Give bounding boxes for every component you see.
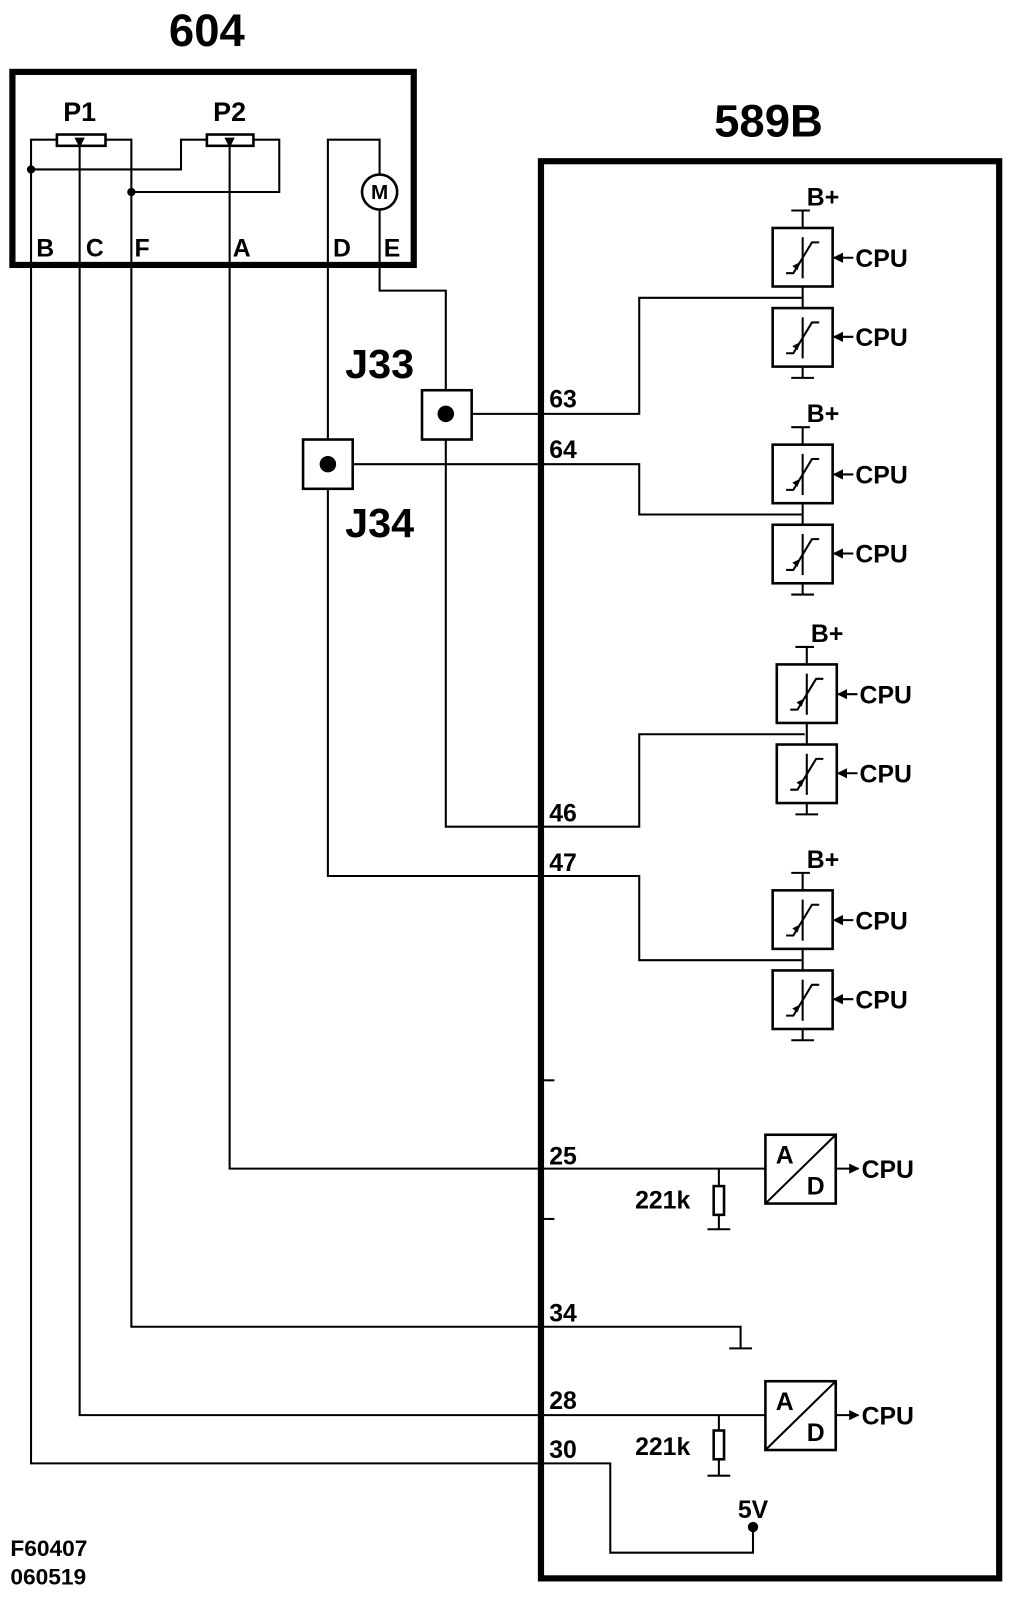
terminal-28-label: 28 bbox=[549, 1388, 577, 1415]
module-589b-box bbox=[537, 158, 1003, 1582]
figure-date: 060519 bbox=[10, 1564, 86, 1590]
cpu-label-high: CPU bbox=[855, 908, 907, 935]
adc-2-cpu-label: CPU bbox=[862, 1403, 914, 1430]
pin-d-label: D bbox=[333, 236, 351, 263]
reference-voltage-label: 5V bbox=[738, 1497, 769, 1524]
module-604-title: 604 bbox=[169, 5, 245, 56]
wire-j34-terminal-64 bbox=[327, 463, 802, 516]
internal-wiring-604 bbox=[26, 138, 381, 265]
wire-b-terminal-30 bbox=[29, 169, 759, 1554]
adc-2: A D CPU bbox=[764, 1379, 914, 1452]
wire-c-terminal-28 bbox=[78, 164, 766, 1417]
cpu-label-high: CPU bbox=[855, 463, 907, 490]
output-stage-1: B+ CPU CPU bbox=[771, 184, 908, 379]
motor: M bbox=[360, 173, 399, 211]
low-side-switch bbox=[775, 743, 839, 805]
terminal-63-label: 63 bbox=[549, 387, 577, 414]
adc-1: A D CPU bbox=[764, 1133, 914, 1205]
module-589b-title: 589B bbox=[714, 96, 823, 147]
terminal-64-label: 64 bbox=[549, 437, 577, 464]
potentiometer-p2 bbox=[205, 133, 255, 165]
connector-j33 bbox=[420, 388, 473, 441]
terminal-46-label: 46 bbox=[549, 801, 577, 828]
adc-1-out-label: D bbox=[807, 1173, 825, 1200]
wire-d-terminal-47 bbox=[326, 264, 802, 962]
connector-j34-label: J34 bbox=[345, 500, 414, 546]
pin-e-label: E bbox=[384, 236, 401, 263]
resistor-2-value: 221k bbox=[635, 1434, 690, 1461]
high-side-switch bbox=[771, 226, 834, 288]
terminal-34-label: 34 bbox=[549, 1301, 577, 1328]
connector-j34 bbox=[301, 438, 355, 491]
high-side-switch bbox=[775, 663, 839, 725]
high-side-switch bbox=[771, 443, 834, 505]
cpu-label-low: CPU bbox=[855, 542, 907, 569]
module-604-box bbox=[9, 68, 417, 269]
adc-1-cpu-label: CPU bbox=[862, 1157, 914, 1184]
potentiometer-p1 bbox=[55, 133, 107, 165]
wire-e-terminal-46 bbox=[378, 264, 805, 828]
output-stage-2: B+ CPU CPU bbox=[771, 401, 908, 596]
terminal-47-label: 47 bbox=[549, 850, 577, 877]
supply-label: B+ bbox=[807, 847, 839, 874]
terminal-30-label: 30 bbox=[549, 1437, 577, 1464]
supply-label: B+ bbox=[807, 184, 839, 211]
output-stage-3: B+ CPU CPU bbox=[775, 621, 912, 816]
output-stage-4: B+ CPU CPU bbox=[771, 847, 908, 1042]
supply-label: B+ bbox=[807, 401, 839, 428]
cpu-label-low: CPU bbox=[860, 762, 912, 789]
connector-j33-label: J33 bbox=[345, 341, 414, 387]
potentiometer-p1-label: P1 bbox=[63, 97, 96, 127]
pin-a-label: A bbox=[233, 236, 251, 263]
pin-f-label: F bbox=[134, 236, 149, 263]
figure-code: F60407 bbox=[10, 1535, 87, 1561]
cpu-label-low: CPU bbox=[855, 325, 907, 352]
adc-2-in-label: A bbox=[776, 1389, 794, 1416]
pulldown-resistor-2 bbox=[707, 1415, 731, 1477]
potentiometer-p2-label: P2 bbox=[213, 97, 246, 127]
supply-label: B+ bbox=[811, 621, 843, 648]
wire-a-terminal-25 bbox=[228, 164, 766, 1170]
pin-c-label: C bbox=[86, 236, 104, 263]
terminal-25-label: 25 bbox=[549, 1144, 577, 1171]
pulldown-resistor-1 bbox=[707, 1168, 731, 1231]
low-side-switch bbox=[771, 523, 834, 585]
cpu-label-high: CPU bbox=[855, 246, 907, 273]
resistor-1-value: 221k bbox=[635, 1188, 690, 1215]
high-side-switch bbox=[771, 889, 834, 951]
pin-b-label: B bbox=[36, 236, 54, 263]
wire-j33-terminal-63 bbox=[445, 296, 802, 415]
low-side-switch bbox=[771, 306, 834, 368]
motor-label: M bbox=[371, 181, 388, 204]
low-side-switch bbox=[771, 969, 834, 1031]
cpu-label-high: CPU bbox=[860, 683, 912, 710]
adc-2-out-label: D bbox=[807, 1420, 825, 1447]
wire-f-terminal-34 bbox=[130, 192, 752, 1350]
adc-1-in-label: A bbox=[776, 1143, 794, 1170]
cpu-label-low: CPU bbox=[855, 988, 907, 1015]
